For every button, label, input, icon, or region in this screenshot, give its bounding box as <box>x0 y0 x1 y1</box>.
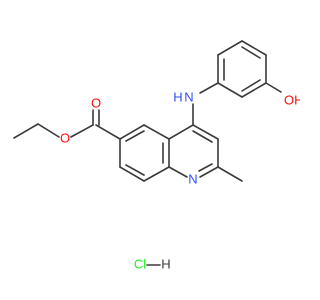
bond <box>241 79 261 92</box>
amine-nitrogen-label: N <box>184 89 193 104</box>
ester-oxygen-label: O <box>60 130 70 145</box>
bond <box>143 166 170 182</box>
bond <box>241 82 267 98</box>
atom-labels: O O N H OH N Cl H <box>60 89 300 271</box>
bond <box>119 124 145 140</box>
bond <box>125 164 145 176</box>
bond <box>192 130 213 143</box>
salt-hydrogen-label: H <box>161 256 170 271</box>
bond <box>199 82 219 94</box>
bond <box>192 124 219 140</box>
bond <box>37 123 60 138</box>
bond <box>217 40 243 56</box>
bond <box>199 166 219 178</box>
bond <box>168 124 194 140</box>
bond <box>95 124 121 140</box>
bond <box>168 166 188 178</box>
bond <box>241 40 267 56</box>
bond <box>265 82 282 93</box>
molecule-canvas: O O N H OH N Cl H <box>13 40 300 271</box>
bond-lines <box>13 40 282 266</box>
hydroxyl-label: OH <box>284 92 300 107</box>
bond <box>217 166 243 182</box>
bond <box>198 163 213 172</box>
bond <box>70 124 94 138</box>
bond <box>13 123 39 139</box>
bond <box>119 166 145 182</box>
bond <box>217 82 243 98</box>
amine-hydrogen-label: H <box>173 89 182 104</box>
carbonyl-oxygen-label: O <box>91 95 101 110</box>
structure-drawing: O O N H OH N Cl H <box>13 40 300 271</box>
ring-nitrogen-label: N <box>188 171 197 186</box>
bond <box>143 124 170 140</box>
bond <box>125 130 145 142</box>
chlorine-label: Cl <box>134 256 146 271</box>
bond <box>241 46 261 59</box>
